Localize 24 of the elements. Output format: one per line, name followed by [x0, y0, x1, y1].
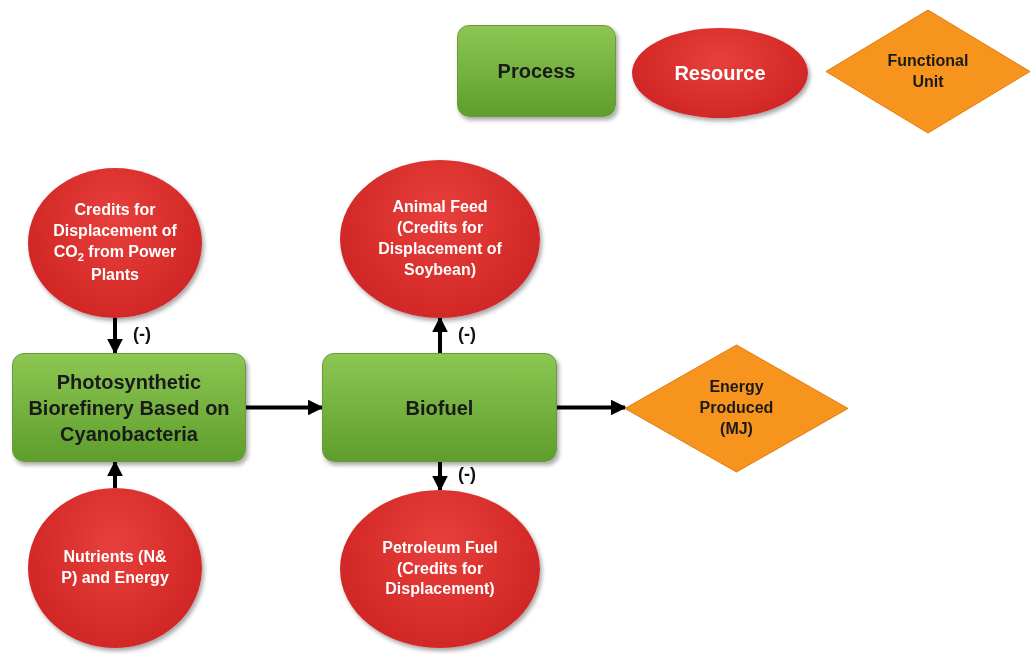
node-label: Biofuel	[404, 395, 475, 421]
edge-label: (-)	[133, 323, 151, 345]
process-box	[12, 353, 246, 462]
node-label: Functional Unit	[886, 50, 970, 92]
node-label: Energy Produced (MJ)	[698, 377, 775, 439]
functional-unit-diamond	[826, 10, 1030, 133]
edge-label: (-)	[458, 323, 476, 345]
process-box	[457, 25, 616, 117]
arrow	[107, 460, 123, 488]
node-label: Process	[496, 59, 577, 84]
arrow	[432, 462, 448, 492]
arrow	[557, 399, 627, 416]
process-box	[322, 353, 557, 462]
arrow	[107, 318, 123, 355]
node-label: Animal Feed (Credits for Displacement of Soybean)	[377, 197, 503, 280]
node-label: Credits for Displacement of CO$_{2}$ from Power Plants	[52, 200, 178, 285]
node-label: Resource	[673, 61, 767, 86]
functional-unit-diamond	[625, 345, 848, 472]
arrow	[432, 316, 448, 353]
node-label: Petroleum Fuel (Credits for Displacement)	[381, 537, 499, 600]
edge-label: (-)	[458, 464, 476, 485]
arrow	[246, 399, 324, 416]
node-label: Nutrients (N& P) and Energy	[60, 547, 170, 588]
node-label: Photosynthetic Biorefinery Based on Cyanobacteria	[27, 369, 231, 447]
